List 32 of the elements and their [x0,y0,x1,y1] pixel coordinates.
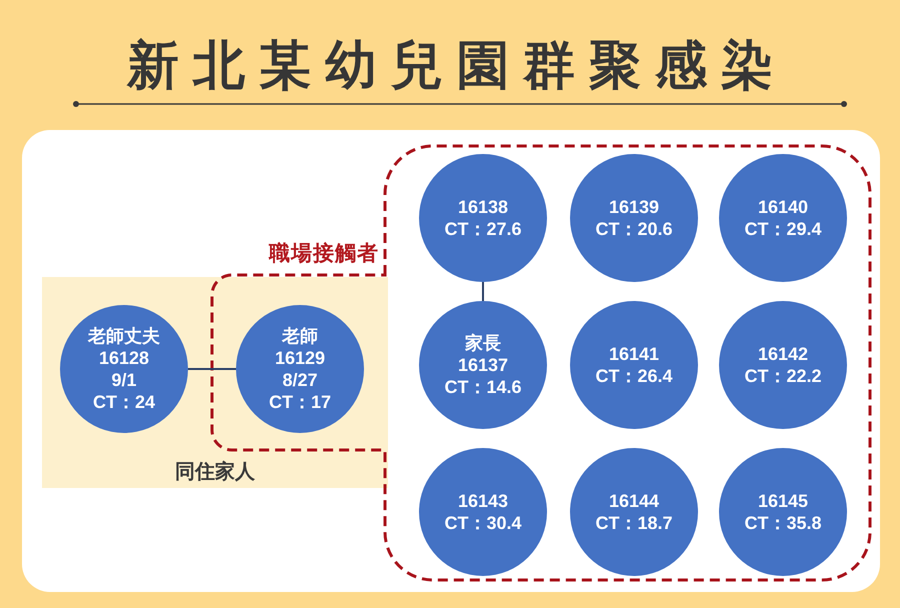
case-text: CT：22.2 [744,365,822,387]
case-text: 16137 [458,354,508,376]
connector-line [482,282,484,301]
case-text: 16139 [608,196,660,218]
case-text: 8/27 [282,369,318,391]
case-text: 16143 [458,490,508,512]
case-text: CT：14.6 [444,376,522,398]
group-label: 同住家人 [175,460,255,484]
case-text: CT：35.8 [744,512,822,534]
case-text: 9/1 [111,369,137,391]
case-text: 16140 [758,196,808,218]
group-label: 職場接觸者 [269,241,379,267]
case-text: 16145 [758,490,808,512]
case-text: CT：20.6 [595,218,673,240]
case-text: 老師丈夫 [88,325,160,347]
case-text: CT：29.4 [744,218,822,240]
case-text: 16141 [608,343,660,365]
title: 新北某幼兒園群聚感染 [126,36,787,97]
case-text: CT：26.4 [595,365,673,387]
connector-line [188,368,236,370]
case-text: CT：27.6 [444,218,522,240]
case-text: 老師 [282,325,318,347]
case-text: CT：30.4 [444,512,522,534]
case-text: 16144 [608,490,660,512]
case-text: 16142 [758,343,808,365]
case-text: 16138 [458,196,508,218]
case-text: 家長 [465,332,501,354]
case-text: 16128 [98,347,150,369]
case-text: CT：24 [92,391,155,413]
case-text: 16129 [274,347,326,369]
case-text: CT：18.7 [595,512,673,534]
case-text: CT：17 [268,391,331,413]
